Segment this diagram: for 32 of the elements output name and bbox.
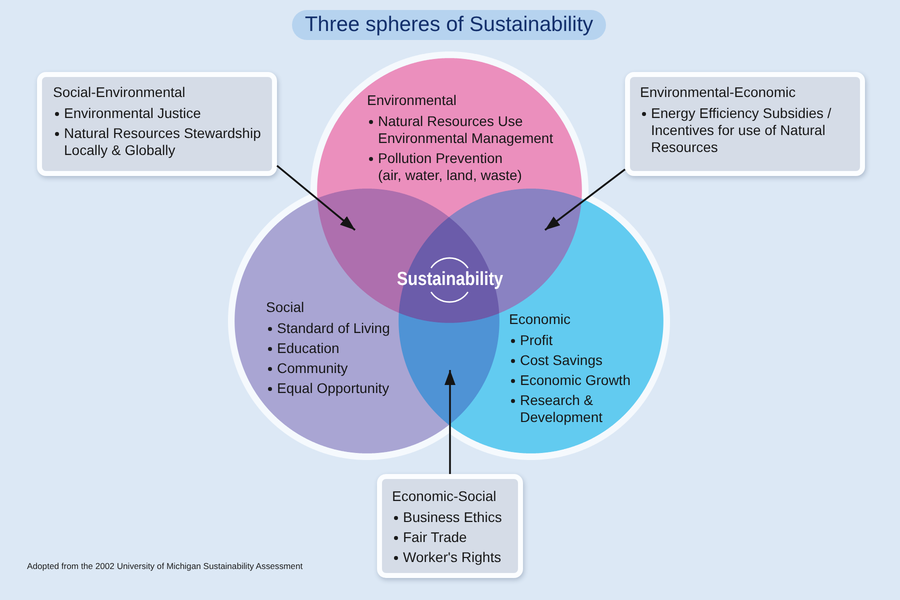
arrow [444, 370, 456, 474]
bullet-item: Equal Opportunity [266, 380, 406, 397]
callout-box [377, 474, 523, 578]
bullet-item: Energy Efficiency Subsidies / Incentives for use of Natural Resources [640, 105, 840, 156]
title: Three spheres of Sustainability [292, 10, 606, 40]
sphere-heading: Social [266, 299, 306, 316]
bullet-item: Standard of Living [266, 320, 406, 337]
arrow [276, 165, 356, 231]
callout-heading: Environmental-Economic [640, 84, 797, 101]
sphere-heading: Environmental [367, 92, 458, 109]
bullet-item: Business Ethics [392, 509, 517, 526]
overlap-region [398, 312, 500, 425]
callout-heading: Economic-Social [392, 488, 498, 505]
callout-box [37, 72, 277, 176]
source-note: Adopted from the 2002 University of Michigan Sustainability Assessment [27, 561, 303, 572]
bullet-item: Education [266, 340, 406, 357]
bullet-item: Community [266, 360, 406, 377]
bullet-item: Fair Trade [392, 529, 517, 546]
callout-heading: Social-Environmental [53, 84, 186, 101]
callout-box [625, 72, 865, 176]
bullet-item: Cost Savings [509, 352, 640, 369]
bullet-item: Research & Development [509, 392, 640, 426]
bullet-item: Pollution Prevention (air, water, land, waste) [367, 150, 526, 184]
bullet-item: Profit [509, 332, 640, 349]
bullet-item: Natural Resources Use Environmental Management [367, 113, 563, 147]
bullet-item: Natural Resources Stewardship Locally & Globally [53, 125, 268, 159]
bullet-item: Economic Growth [509, 372, 640, 389]
arrow [544, 168, 626, 231]
bullet-item: Worker's Rights [392, 549, 517, 566]
center-label: Sustainability [396, 269, 503, 291]
sphere-heading: Economic [509, 311, 572, 328]
bullet-item: Environmental Justice [53, 105, 268, 122]
